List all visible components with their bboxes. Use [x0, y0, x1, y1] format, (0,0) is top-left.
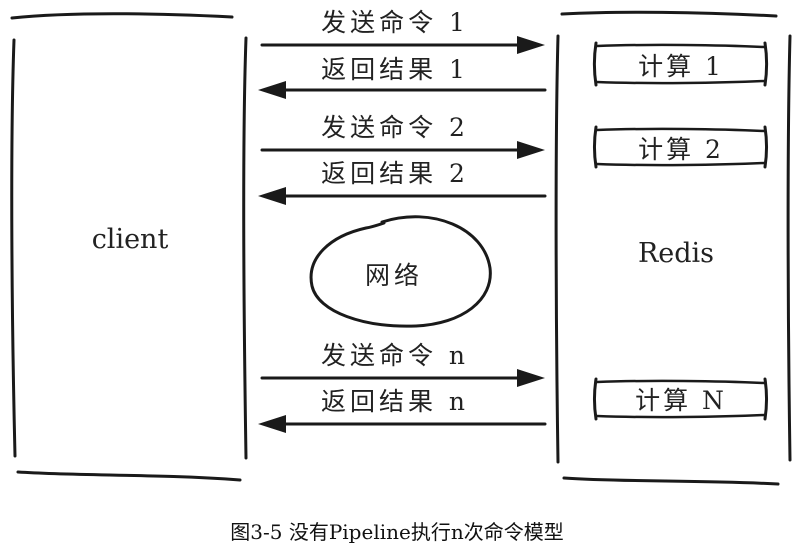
recv-arrowhead-n — [258, 415, 286, 433]
send-label-2: 发送命令 2 — [321, 113, 469, 142]
request-group-1: 发送命令 1 返回结果 1 计算 1 — [258, 8, 768, 99]
compute-label-1: 计算 1 — [638, 52, 724, 81]
redis-label: Redis — [638, 238, 714, 269]
compute-label-n: 计算 N — [635, 386, 727, 415]
figure-caption: 图3-5 没有Pipeline执行n次命令模型 — [230, 520, 563, 544]
send-arrowhead-n — [517, 369, 545, 387]
send-label-1: 发送命令 1 — [321, 8, 469, 37]
compute-label-2: 计算 2 — [638, 135, 724, 164]
compute-box-n — [593, 377, 768, 421]
recv-arrowhead-1 — [258, 81, 286, 99]
compute-box-1 — [593, 41, 768, 87]
client-label: client — [92, 224, 169, 255]
recv-label-n: 返回结果 n — [321, 387, 469, 416]
compute-box-2 — [593, 125, 768, 169]
client-box — [10, 12, 248, 482]
redis-box — [554, 10, 792, 486]
network-cloud — [309, 215, 492, 328]
recv-label-2: 返回结果 2 — [321, 159, 469, 188]
recv-arrowhead-2 — [258, 187, 286, 205]
recv-label-1: 返回结果 1 — [321, 55, 469, 84]
network-label: 网络 — [365, 261, 423, 290]
send-arrowhead-1 — [517, 36, 545, 54]
send-arrowhead-2 — [517, 141, 545, 159]
request-group-n: 发送命令 n 返回结果 n 计算 N — [258, 341, 768, 433]
request-group-2: 发送命令 2 返回结果 2 计算 2 — [258, 113, 768, 205]
send-label-n: 发送命令 n — [321, 341, 469, 370]
